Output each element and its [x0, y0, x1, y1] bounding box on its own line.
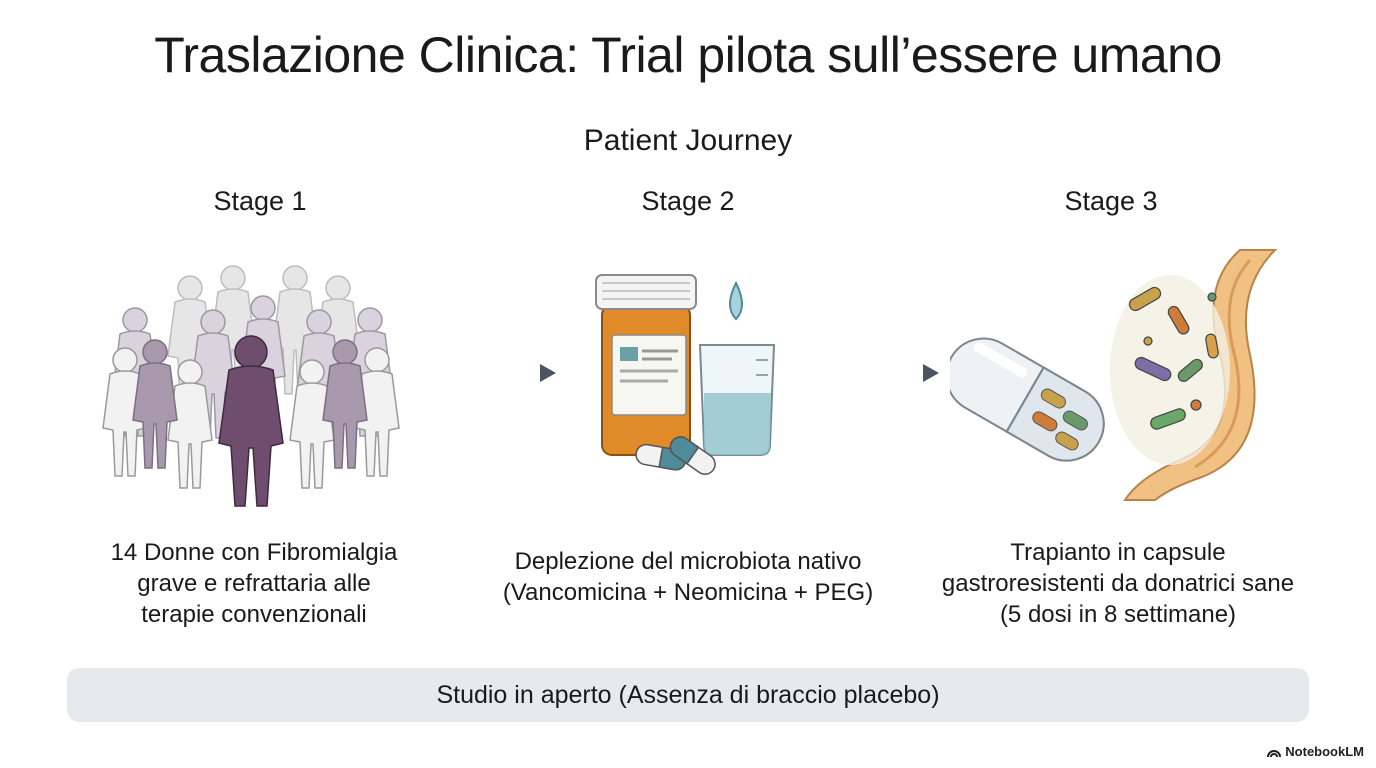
arrow-right-icon — [823, 364, 939, 382]
stage-1-description-line: 14 Donne con Fibromialgia — [110, 539, 398, 566]
stage-3-description: Trapianto in capsule gastroresistenti da… — [918, 537, 1318, 630]
stage-2-description-line: Deplezione del microbiota nativo — [514, 548, 862, 575]
slide-title: Traslazione Clinica: Trial pilota sull’e… — [154, 27, 1222, 83]
stage-2-description-line: (Vancomicina + Neomicina + PEG) — [502, 579, 874, 606]
stage-3-description-line: gastroresistenti da donatrici sane — [941, 570, 1295, 597]
stage-1-description: 14 Donne con Fibromialgia grave e refrat… — [54, 537, 454, 630]
stage-1-description-line: terapie convenzionali — [141, 601, 367, 628]
brand-logo: NotebookLM — [1267, 744, 1364, 759]
slide-subtitle: Patient Journey — [583, 124, 793, 157]
stage-3-description-line: Trapianto in capsule — [1010, 539, 1226, 566]
stage-3-label: Stage 3 — [1064, 186, 1158, 216]
banner-text: Studio in aperto (Assenza di braccio pla… — [436, 680, 940, 709]
stage-2-description: Deplezione del microbiota nativo (Vancom… — [488, 546, 888, 608]
capsule-bacteria-intestine-icon — [950, 249, 1278, 501]
stage-1-label: Stage 1 — [213, 186, 307, 216]
stage-1-description-line: grave e refrattaria alle — [137, 570, 371, 597]
stage-2-label: Stage 2 — [641, 186, 735, 216]
stage-3-description-line: (5 dosi in 8 settimane) — [999, 601, 1237, 628]
study-design-banner: Studio in aperto (Assenza di braccio pla… — [67, 668, 1309, 722]
group-of-women-icon — [102, 265, 400, 507]
brand-name: NotebookLM — [1285, 744, 1364, 759]
antibiotics-bottle-beaker-icon — [595, 274, 776, 475]
notebooklm-logo-icon — [1267, 749, 1282, 757]
arrow-right-icon — [440, 364, 556, 382]
